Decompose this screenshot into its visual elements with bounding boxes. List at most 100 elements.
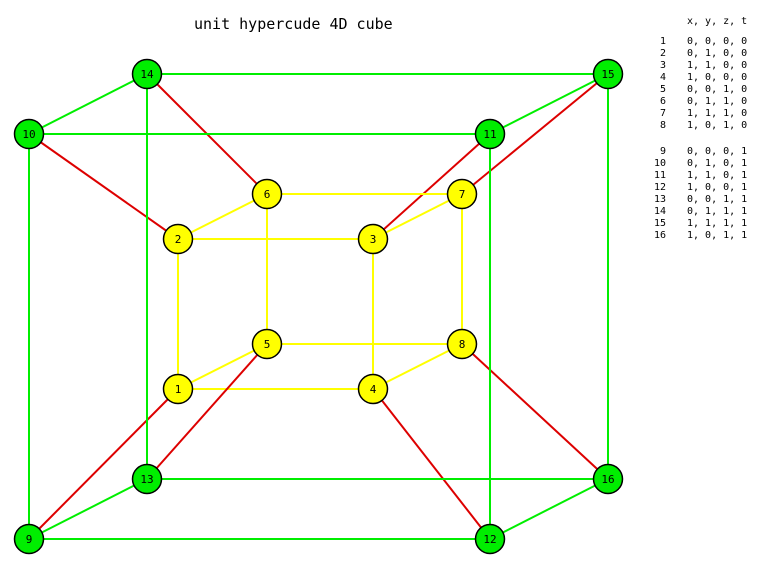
- vertex-1: 1: [162, 373, 194, 405]
- coordinate-index: 10: [653, 158, 666, 169]
- edge-outer-10-14: [28, 73, 148, 135]
- vertex-circle: [162, 223, 194, 255]
- coordinate-index: 13: [653, 194, 666, 205]
- coordinate-values: 0, 1, 1, 0: [687, 96, 748, 107]
- coordinate-index: 4: [659, 72, 666, 83]
- vertex-6: 6: [251, 178, 283, 210]
- coordinate-index: 1: [659, 36, 666, 47]
- vertex-2: 2: [162, 223, 194, 255]
- coordinate-index: 6: [659, 96, 666, 107]
- vertex-circle: [131, 463, 163, 495]
- coordinate-index: 9: [659, 146, 666, 157]
- edge-inner-1-5: [177, 343, 268, 390]
- coordinate-index: 11: [653, 170, 666, 181]
- vertex-10: 10: [13, 118, 45, 150]
- coordinate-row-6: 6 0, 1, 1, 0: [646, 96, 747, 108]
- vertex-12: 12: [474, 523, 506, 555]
- vertex-8: 8: [446, 328, 478, 360]
- coordinate-values: 1, 1, 0, 1: [687, 170, 748, 181]
- coordinate-values: 1, 0, 0, 1: [687, 182, 748, 193]
- coordinate-row-16: 16 1, 0, 1, 1: [646, 230, 747, 242]
- coordinate-values: 0, 0, 1, 0: [687, 84, 748, 95]
- coordinate-values: 1, 0, 1, 1: [687, 230, 748, 241]
- coordinate-row-9: 9 0, 0, 0, 1: [646, 146, 747, 158]
- vertex-label: 11: [483, 128, 496, 141]
- coordinate-index: 16: [653, 230, 666, 241]
- vertex-label: 1: [175, 383, 182, 396]
- vertex-16: 16: [592, 463, 624, 495]
- vertex-circle: [357, 373, 389, 405]
- vertex-15: 15: [592, 58, 624, 90]
- coordinate-values: 1, 1, 1, 1: [687, 218, 748, 229]
- coordinate-index: 7: [659, 108, 666, 119]
- vertex-label: 7: [459, 188, 466, 201]
- vertex-3: 3: [357, 223, 389, 255]
- coordinate-index: 15: [653, 218, 666, 229]
- vertex-9: 9: [13, 523, 45, 555]
- coordinate-row-4: 4 1, 0, 0, 0: [646, 72, 747, 84]
- vertex-label: 3: [370, 233, 377, 246]
- coordinate-values: 0, 0, 0, 1: [687, 146, 748, 157]
- vertex-4: 4: [357, 373, 389, 405]
- vertex-label: 10: [22, 128, 35, 141]
- diagram-title: unit hypercude 4D cube: [194, 15, 393, 33]
- vertex-circle: [474, 118, 506, 150]
- vertex-14: 14: [131, 58, 163, 90]
- edge-connector-1-9: [28, 388, 179, 540]
- coordinate-values: 0, 1, 1, 1: [687, 206, 748, 217]
- vertex-circle: [13, 118, 45, 150]
- vertex-label: 16: [601, 473, 614, 486]
- edge-outer-9-13: [28, 478, 148, 540]
- vertex-label: 13: [140, 473, 153, 486]
- vertex-label: 2: [175, 233, 182, 246]
- coordinate-row-11: 11 1, 1, 0, 1: [646, 170, 747, 182]
- vertex-circle: [251, 328, 283, 360]
- coordinate-row-2: 2 0, 1, 0, 0: [646, 48, 747, 60]
- coordinate-values: 0, 1, 0, 0: [687, 48, 748, 59]
- edge-connector-7-15: [461, 73, 609, 195]
- vertex-circle: [251, 178, 283, 210]
- vertex-label: 5: [264, 338, 271, 351]
- edge-connector-2-10: [28, 133, 179, 240]
- edge-outer-12-16: [489, 478, 609, 540]
- coordinate-index: 5: [659, 84, 666, 95]
- vertex-11: 11: [474, 118, 506, 150]
- coordinate-values: 0, 1, 0, 1: [687, 158, 748, 169]
- vertex-circle: [592, 58, 624, 90]
- vertex-label: 14: [140, 68, 154, 81]
- vertex-label: 8: [459, 338, 466, 351]
- coordinate-row-7: 7 1, 1, 1, 0: [646, 108, 747, 120]
- vertex-label: 6: [264, 188, 271, 201]
- edge-outer-11-15: [489, 73, 609, 135]
- coordinate-table: x, y, z, t 1 0, 0, 0, 0 2 0, 1, 0, 0 3 1, 1, …: [646, 16, 747, 242]
- edge-inner-2-6: [177, 193, 268, 240]
- vertex-label: 4: [370, 383, 377, 396]
- coordinate-index: 2: [659, 48, 666, 59]
- vertex-circle: [13, 523, 45, 555]
- edge-connector-4-12: [372, 388, 491, 540]
- coordinate-table-header: x, y, z, t: [687, 16, 748, 27]
- coordinate-values: 1, 1, 0, 0: [687, 60, 748, 71]
- vertex-circle: [592, 463, 624, 495]
- vertex-circle: [131, 58, 163, 90]
- coordinate-row-5: 5 0, 0, 1, 0: [646, 84, 747, 96]
- vertex-13: 13: [131, 463, 163, 495]
- edge-layer: [28, 73, 609, 540]
- vertex-5: 5: [251, 328, 283, 360]
- vertex-7: 7: [446, 178, 478, 210]
- coordinate-row-10: 10 0, 1, 0, 1: [646, 158, 747, 170]
- coordinate-values: 1, 0, 0, 0: [687, 72, 748, 83]
- vertex-circle: [446, 178, 478, 210]
- coordinate-index: 3: [659, 60, 666, 71]
- edge-connector-3-11: [372, 133, 491, 240]
- coordinate-values: 1, 1, 1, 0: [687, 108, 748, 119]
- coordinate-values: 0, 0, 1, 1: [687, 194, 748, 205]
- coordinate-values: 0, 0, 0, 0: [687, 36, 748, 47]
- edge-inner-3-7: [372, 193, 463, 240]
